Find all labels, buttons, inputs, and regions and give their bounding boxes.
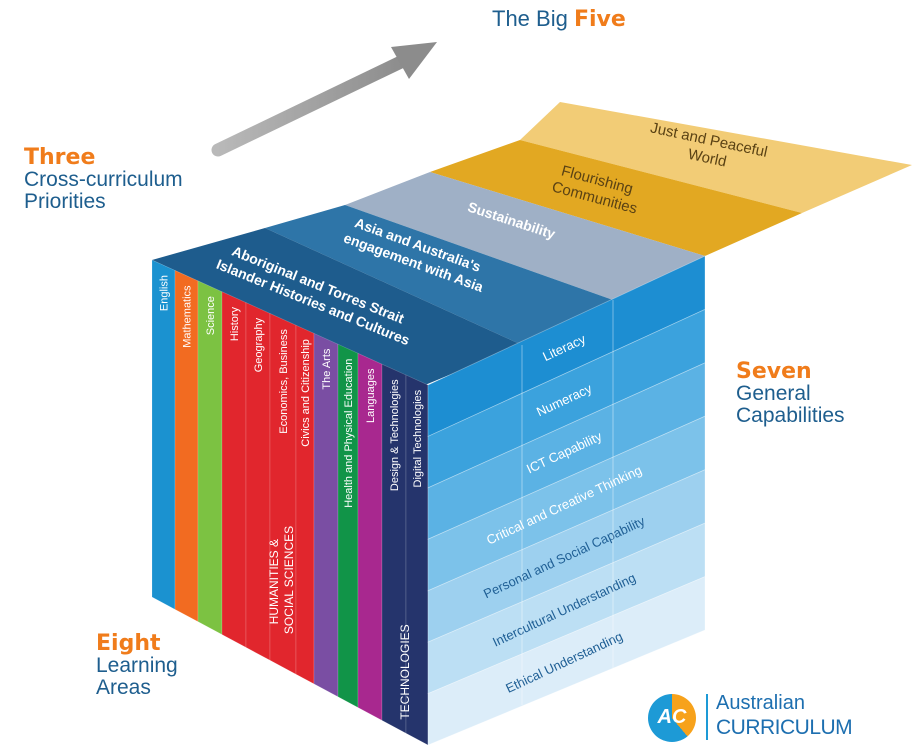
learning-areas-heading: Eight Learning Areas (96, 631, 178, 700)
learning-areas-face: English Mathematics Science History Geograph… (151, 259, 429, 746)
learning-area-column (151, 259, 176, 610)
humanities-group-label: HUMANITIES & SOCIAL SCIENCES (267, 526, 296, 634)
priority-sustainability: Sustainability (345, 172, 705, 300)
cross-curriculum-priorities-heading: Three Cross-curriculum Priorities (24, 145, 183, 214)
learning-area-label: History (229, 306, 241, 341)
general-capabilities-heading: Seven General Capabilities (736, 359, 845, 428)
learning-area-label: The Arts (321, 348, 333, 389)
ac-logo-icon: AC (648, 694, 696, 742)
learning-area-label: Civics and Citizenship (300, 339, 312, 447)
learning-area-label: Health and Physical Education (343, 359, 355, 508)
flourishing-communities-strip: Flourishing Communities (430, 140, 802, 256)
learning-area-label: Mathematics (182, 285, 194, 348)
learning-area-label: Design & Technologies (389, 379, 401, 491)
learning-area-label: English (159, 275, 171, 311)
logo-line-1: Australian (716, 692, 805, 714)
logo-line-2: CURRICULUM (716, 716, 853, 739)
page-title: The Big Five (492, 6, 626, 32)
technologies-group-label: TECHNOLOGIES (398, 624, 412, 719)
learning-area-label: Geography (253, 317, 265, 372)
arrow-icon (211, 42, 437, 157)
logo-divider (706, 694, 708, 740)
learning-area-label: Languages (365, 368, 377, 423)
learning-area-label: Science (205, 296, 217, 335)
learning-area-label: Economics, Business (278, 329, 290, 434)
australian-curriculum-logo: AC Australian CURRICULUM (648, 690, 904, 746)
capability-band (427, 575, 706, 746)
learning-area-column (221, 291, 247, 648)
learning-area-label: Digital Technologies (412, 389, 424, 487)
